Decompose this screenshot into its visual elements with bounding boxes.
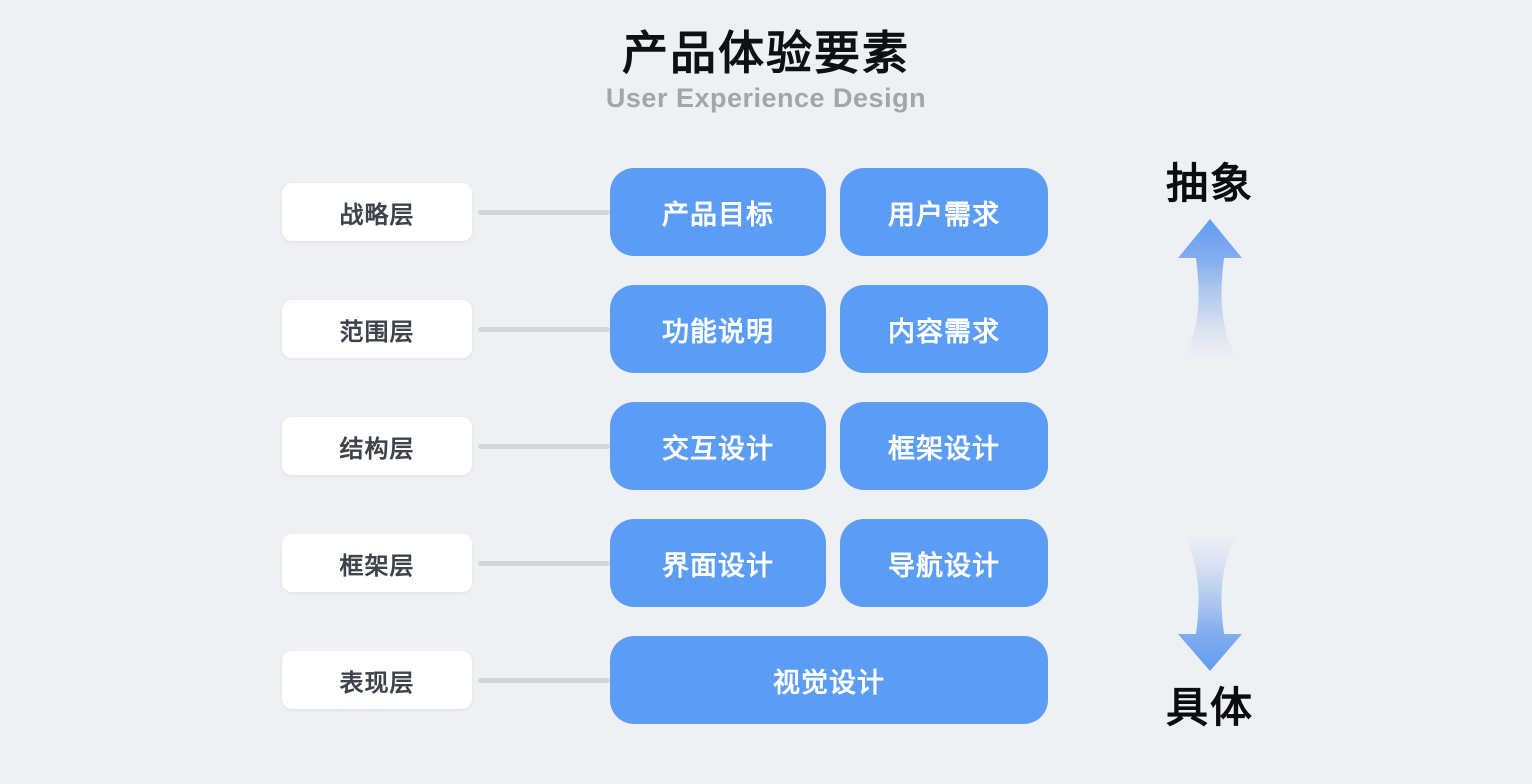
layer-label: 范围层: [339, 318, 415, 346]
element-card-label: 框架设计: [888, 433, 1000, 464]
element-card: 功能说明: [610, 285, 826, 373]
connector-line: [478, 560, 610, 566]
element-card: 框架设计: [840, 402, 1048, 490]
layer-label-box: 战略层: [282, 183, 472, 241]
element-card: 产品目标: [610, 168, 826, 256]
element-card: 界面设计: [610, 519, 826, 607]
layer-label-box: 结构层: [282, 417, 472, 475]
connector-line: [478, 209, 610, 215]
layer-label-box: 表现层: [282, 651, 472, 709]
element-card: 用户需求: [840, 168, 1048, 256]
concrete-label: 具体: [1165, 684, 1254, 731]
element-card: 内容需求: [840, 285, 1048, 373]
abstract-label: 抽象: [1165, 160, 1254, 207]
element-card-label: 用户需求: [888, 199, 1000, 230]
element-card-label: 界面设计: [662, 550, 774, 581]
element-card-label: 视觉设计: [773, 667, 885, 698]
layer-label-box: 范围层: [282, 300, 472, 358]
layer-label: 表现层: [339, 669, 415, 697]
diagram-row-structure: 结构层 交互设计 框架设计: [282, 402, 1050, 490]
element-card-label: 功能说明: [662, 316, 774, 347]
element-card: 视觉设计: [610, 636, 1048, 724]
down-arrow-icon: [1178, 532, 1242, 671]
element-card: 交互设计: [610, 402, 826, 490]
layer-label: 框架层: [339, 552, 415, 580]
element-card-label: 导航设计: [888, 550, 1000, 581]
up-arrow-icon: [1178, 219, 1242, 362]
diagram-row-skeleton: 框架层 界面设计 导航设计: [282, 519, 1050, 607]
layer-label-box: 框架层: [282, 534, 472, 592]
element-card-label: 产品目标: [662, 199, 774, 230]
diagram-row-surface: 表现层 视觉设计: [282, 636, 1050, 724]
connector-line: [478, 677, 610, 683]
element-card: 导航设计: [840, 519, 1048, 607]
element-card-label: 内容需求: [888, 316, 1000, 347]
layer-label: 战略层: [339, 201, 415, 229]
layer-label: 结构层: [339, 435, 415, 463]
page-subtitle: User Experience Design: [605, 83, 927, 113]
connector-line: [478, 443, 610, 449]
element-card-label: 交互设计: [662, 433, 774, 464]
diagram-row-scope: 范围层 功能说明 内容需求: [282, 285, 1050, 373]
connector-line: [478, 326, 610, 332]
diagram-header: 产品体验要素 User Experience Design: [0, 26, 1532, 114]
page-title: 产品体验要素: [622, 27, 910, 79]
diagram-row-strategy: 战略层 产品目标 用户需求: [282, 168, 1050, 256]
